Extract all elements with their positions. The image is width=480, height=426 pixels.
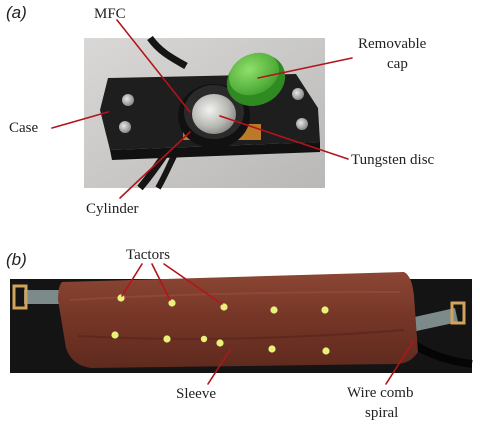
tactor xyxy=(117,294,125,302)
panel-a-label: (a) xyxy=(6,3,27,22)
device-photo xyxy=(84,35,325,191)
tactors-leader-line-2 xyxy=(151,263,171,301)
mfc-label: MFC xyxy=(94,6,126,22)
sleeve-body xyxy=(58,272,418,368)
tactor xyxy=(220,303,228,311)
screw xyxy=(122,94,134,106)
removable-cap-leader-line xyxy=(257,57,353,79)
sleeve-label: Sleeve xyxy=(176,386,216,402)
cylinder-label: Cylinder xyxy=(86,201,139,217)
tactor xyxy=(111,331,119,339)
tactors-leader-line-1 xyxy=(121,263,143,297)
tactor xyxy=(216,339,224,347)
tungsten-disc-label: Tungsten disc xyxy=(351,152,435,168)
removable-cap-label-line1: Removable xyxy=(358,36,427,52)
wire-comb-spiral-label-line1: Wire comb xyxy=(347,385,413,401)
removable-cap xyxy=(226,52,286,106)
case-leader-line xyxy=(51,111,109,129)
removable-cap-label-line2: cap xyxy=(387,56,408,72)
left-buckle xyxy=(12,284,28,310)
case-label: Case xyxy=(9,120,39,136)
tactor xyxy=(322,347,330,355)
right-buckle xyxy=(450,301,466,325)
screw xyxy=(119,121,131,133)
tactor-grid xyxy=(111,294,330,355)
panel-a: (a) xyxy=(6,3,435,217)
tactors-leader-line-3 xyxy=(163,263,223,305)
tungsten-disc xyxy=(192,94,236,134)
tactor xyxy=(168,299,176,307)
panel-b-label: (b) xyxy=(6,250,27,269)
panel-b: (b) xyxy=(6,247,473,421)
cylinder-leader-line xyxy=(119,131,191,199)
tactor xyxy=(200,335,208,343)
tactor xyxy=(321,306,329,314)
right-strap xyxy=(410,308,458,332)
mfc-leader-line xyxy=(116,19,191,113)
wire-comb-spiral-leader-line xyxy=(385,339,415,385)
tungsten-disc-leader-line xyxy=(219,115,349,160)
tactor xyxy=(268,345,276,353)
wire-comb-spiral-label-line2: spiral xyxy=(365,405,398,421)
sleeve-photo xyxy=(10,272,473,373)
screw xyxy=(292,88,304,100)
tactor xyxy=(270,306,278,314)
screw xyxy=(296,118,308,130)
sleeve-leader-line xyxy=(207,349,231,385)
tactor xyxy=(163,335,171,343)
tactors-label: Tactors xyxy=(126,247,170,263)
